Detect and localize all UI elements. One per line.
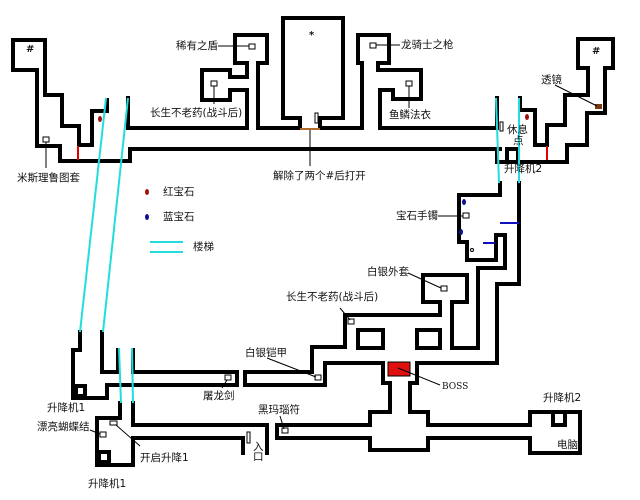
label-open-lift1: 开启升降1 bbox=[140, 452, 189, 464]
label-silver-coat: 白银外套 bbox=[367, 266, 409, 278]
label-lens: 透镜 bbox=[541, 74, 562, 86]
wall-lift1-lower-a bbox=[95, 401, 245, 467]
label-lift2-bottom: 升降机2 bbox=[543, 392, 582, 404]
wall-lift1-upper-b bbox=[100, 330, 120, 374]
wall-left-tower-outer bbox=[11, 38, 502, 163]
chest-icon bbox=[440, 285, 448, 292]
stairs-left-2 bbox=[102, 97, 129, 333]
lift2-box bbox=[551, 411, 567, 427]
wall-lift1-lower-b bbox=[131, 401, 269, 455]
stairs-lift1-2 bbox=[131, 347, 134, 404]
chest-icon bbox=[314, 374, 322, 381]
label-dragon-sword: 屠龙剑 bbox=[203, 390, 235, 402]
ruby-icon bbox=[98, 116, 102, 122]
label-silver-armor: 白银铠甲 bbox=[245, 347, 287, 359]
label-rest-point-2: 点 bbox=[513, 135, 524, 147]
leader-line bbox=[221, 379, 228, 389]
label-computer: 电脑 bbox=[557, 439, 578, 451]
chest-icon bbox=[281, 427, 289, 434]
leader-line bbox=[89, 429, 101, 435]
leader-line bbox=[279, 415, 285, 430]
lift1-upper-box bbox=[74, 384, 87, 398]
label-rest-point: 休息 bbox=[507, 124, 528, 136]
sapphire-icon bbox=[462, 199, 466, 205]
chest-icon bbox=[248, 43, 256, 50]
boss-marker bbox=[387, 361, 411, 377]
switch-icon bbox=[470, 248, 474, 252]
label-lift2-top: 升降机2 bbox=[504, 163, 543, 175]
label-rare-shield: 稀有之盾 bbox=[176, 40, 218, 52]
rest-box bbox=[505, 147, 520, 163]
chest-icon bbox=[462, 212, 470, 219]
legend-sapphire-icon bbox=[145, 214, 149, 220]
seal-mark-right: # bbox=[592, 46, 601, 57]
wall-right-top bbox=[356, 33, 499, 130]
room-star-mark: * bbox=[309, 30, 315, 41]
wall-big-room bbox=[281, 16, 364, 130]
wall-gem-area bbox=[243, 181, 582, 455]
entrance-marker bbox=[246, 431, 251, 444]
rest-point-marker bbox=[499, 121, 504, 132]
legend-ruby-label: 红宝石 bbox=[163, 186, 195, 198]
legend-stairs-label: 楼梯 bbox=[193, 241, 214, 253]
wall-left-tower-inner bbox=[11, 38, 109, 147]
wall-right-tower bbox=[495, 37, 615, 164]
label-entrance-2: 口 bbox=[253, 451, 264, 463]
wall-left-top bbox=[126, 33, 302, 130]
lift1-lower-box bbox=[97, 450, 111, 464]
label-pretty-ribbon: 漂亮蝴蝶结 bbox=[37, 421, 90, 433]
leader-line bbox=[115, 424, 141, 447]
seal-mark-left: # bbox=[26, 44, 35, 55]
label-lift1-lower: 升降机1 bbox=[88, 478, 127, 490]
gems bbox=[98, 114, 529, 235]
stairs-left-1 bbox=[79, 97, 107, 333]
chest-icon bbox=[405, 80, 413, 87]
pillar-right bbox=[415, 328, 442, 350]
leader-line bbox=[407, 272, 442, 289]
legend-ruby-icon bbox=[145, 189, 149, 195]
label-lift1-upper: 升降机1 bbox=[47, 402, 86, 414]
chest-icon bbox=[99, 431, 107, 438]
leader-line bbox=[554, 84, 598, 107]
label-door-note: 解除了两个#后打开 bbox=[273, 170, 366, 182]
label-misrill-gloves: 米斯理鲁图套 bbox=[17, 172, 80, 184]
leader-line bbox=[266, 357, 317, 378]
legend-sapphire-label: 蓝宝石 bbox=[163, 211, 195, 223]
lift-switch-icon bbox=[109, 420, 118, 426]
sapphire-icon bbox=[459, 229, 463, 235]
ruby-icon bbox=[525, 114, 529, 120]
chest-icon bbox=[369, 42, 377, 49]
label-elixir-top: 长生不老药(战斗后) bbox=[150, 107, 243, 119]
chest-icon bbox=[347, 318, 355, 325]
stairs-lift2-1 bbox=[495, 97, 500, 184]
label-scale-robe: 鱼鳞法衣 bbox=[389, 109, 431, 121]
label-dragon-lance: 龙骑士之枪 bbox=[401, 39, 454, 51]
leader-line bbox=[339, 307, 351, 321]
label-onyx-charm: 黑玛瑙符 bbox=[258, 404, 300, 416]
label-entrance: 入 bbox=[253, 441, 264, 453]
pillar-left bbox=[356, 328, 385, 350]
label-elixir-mid: 长生不老药(战斗后) bbox=[286, 291, 379, 303]
chest-icon bbox=[210, 80, 218, 87]
lens-item-icon bbox=[595, 104, 602, 109]
chest-icon bbox=[42, 136, 50, 143]
door-marker bbox=[314, 112, 319, 124]
leader-line bbox=[397, 367, 441, 386]
wall-lift1-upper-a bbox=[71, 330, 239, 400]
stairs-lift1-1 bbox=[118, 347, 122, 404]
label-gem-bracelet: 宝石手镯 bbox=[396, 210, 438, 222]
chest-icon bbox=[224, 374, 232, 381]
label-boss: BOSS bbox=[442, 382, 469, 392]
